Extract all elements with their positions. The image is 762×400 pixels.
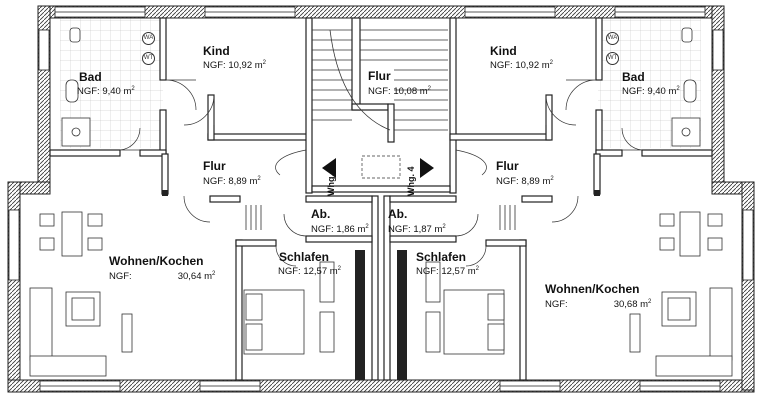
area-value: 9,40 m [102,86,132,97]
room-name-wohnen-right: Wohnen/Kochen [545,282,640,296]
columns [162,190,600,380]
area-unit: 2 [131,85,135,92]
room-area-wohnen-right: NGF: 30,68 m2 [545,298,652,310]
area-label: NGF: [416,266,439,277]
area-unit: 2 [337,265,342,272]
area-label: NGF: [388,224,411,235]
room-name-schlafen-right: Schlafen [416,250,467,264]
staircase [275,29,487,179]
room-area-kind-left: NGF: 10,92 m2 [203,59,267,71]
room-name-schlafen-left: Schlafen [279,250,330,264]
area-unit: 2 [427,85,432,92]
area-unit: 2 [676,85,680,92]
area-label: NGF: [77,86,100,97]
area-value: 12,57 m [441,266,476,277]
windows [8,6,754,392]
room-area-schlafen-right: NGF: 12,57 m2 [416,265,480,277]
area-unit: 2 [475,265,480,272]
door-swings [119,79,643,267]
room-area-flur-right: NGF: 8,89 m2 [496,175,554,187]
area-value: 8,89 m [228,176,258,187]
room-name-bad-left: Bad [79,70,102,84]
area-value: 10,92 m [515,60,550,71]
radiators [245,205,516,230]
room-name-kind-left: Kind [203,44,230,58]
furniture [29,211,733,377]
room-area-flur-left: NGF: 8,89 m2 [203,175,261,187]
stair-label-whg4: Whg. 4 [406,166,416,197]
bath-fixtures [61,27,701,147]
area-value: 8,89 m [521,176,551,187]
area-unit: 2 [212,270,216,277]
arrow-left-icon [322,158,336,178]
area-value: 30,64 m [177,271,213,282]
area-value: 12,57 m [303,266,338,277]
room-name-flur-right: Flur [496,159,519,173]
area-label: NGF: [496,176,519,187]
area-label: NGF: [203,60,226,71]
area-value: 1,87 m [413,224,443,235]
room-area-ab-right: NGF: 1,87 m2 [388,223,446,235]
room-area-kind-right: NGF: 10,92 m2 [490,59,554,71]
area-label: NGF: [545,299,568,310]
room-area-bad-left: NGF: 9,40 m2 [77,85,135,97]
interior-walls [49,17,713,381]
area-value: 10,92 m [228,60,263,71]
area-label: NGF: [311,224,334,235]
area-label: NGF: [490,60,513,71]
area-value: 30,68 m [613,299,649,310]
area-unit: 2 [365,223,369,230]
area-label: NGF: [109,271,132,282]
area-unit: 2 [648,298,652,305]
area-unit: 2 [550,175,554,182]
area-unit: 2 [549,59,554,66]
area-label: NGF: [203,176,226,187]
stair-label-whg3: Whg. 3 [326,166,336,197]
room-area-schlafen-left: NGF: 12,57 m2 [278,265,342,277]
room-name-kind-right: Kind [490,44,517,58]
area-value: 1,86 m [336,224,366,235]
area-value: 9,40 m [647,86,677,97]
room-area-ab-left: NGF: 1,86 m2 [311,223,369,235]
area-label: NGF: [368,86,391,97]
room-name-flur-top: Flur [368,69,391,83]
room-name-ab-left: Ab. [311,207,331,221]
room-area-bad-right: NGF: 9,40 m2 [622,85,680,97]
area-unit: 2 [442,223,446,230]
room-name-wohnen-left: Wohnen/Kochen [109,254,204,268]
area-value: 10,08 m [393,86,428,97]
room-area-flur-top: NGF: 10,08 m2 [368,85,432,97]
arrow-right-icon [420,158,434,178]
area-unit: 2 [257,175,261,182]
washbasin-label: WA [606,32,619,45]
room-name-ab-right: Ab. [388,207,408,221]
washbasin-label: WA [142,32,155,45]
area-label: NGF: [278,266,301,277]
room-area-wohnen-left: NGF: 30,64 m2 [109,270,216,282]
area-label: NGF: [622,86,645,97]
washbasin-label: WT [606,52,619,65]
room-name-flur-left: Flur [203,159,226,173]
room-name-bad-right: Bad [622,70,645,84]
area-unit: 2 [262,59,267,66]
washbasin-label: WT [142,52,155,65]
